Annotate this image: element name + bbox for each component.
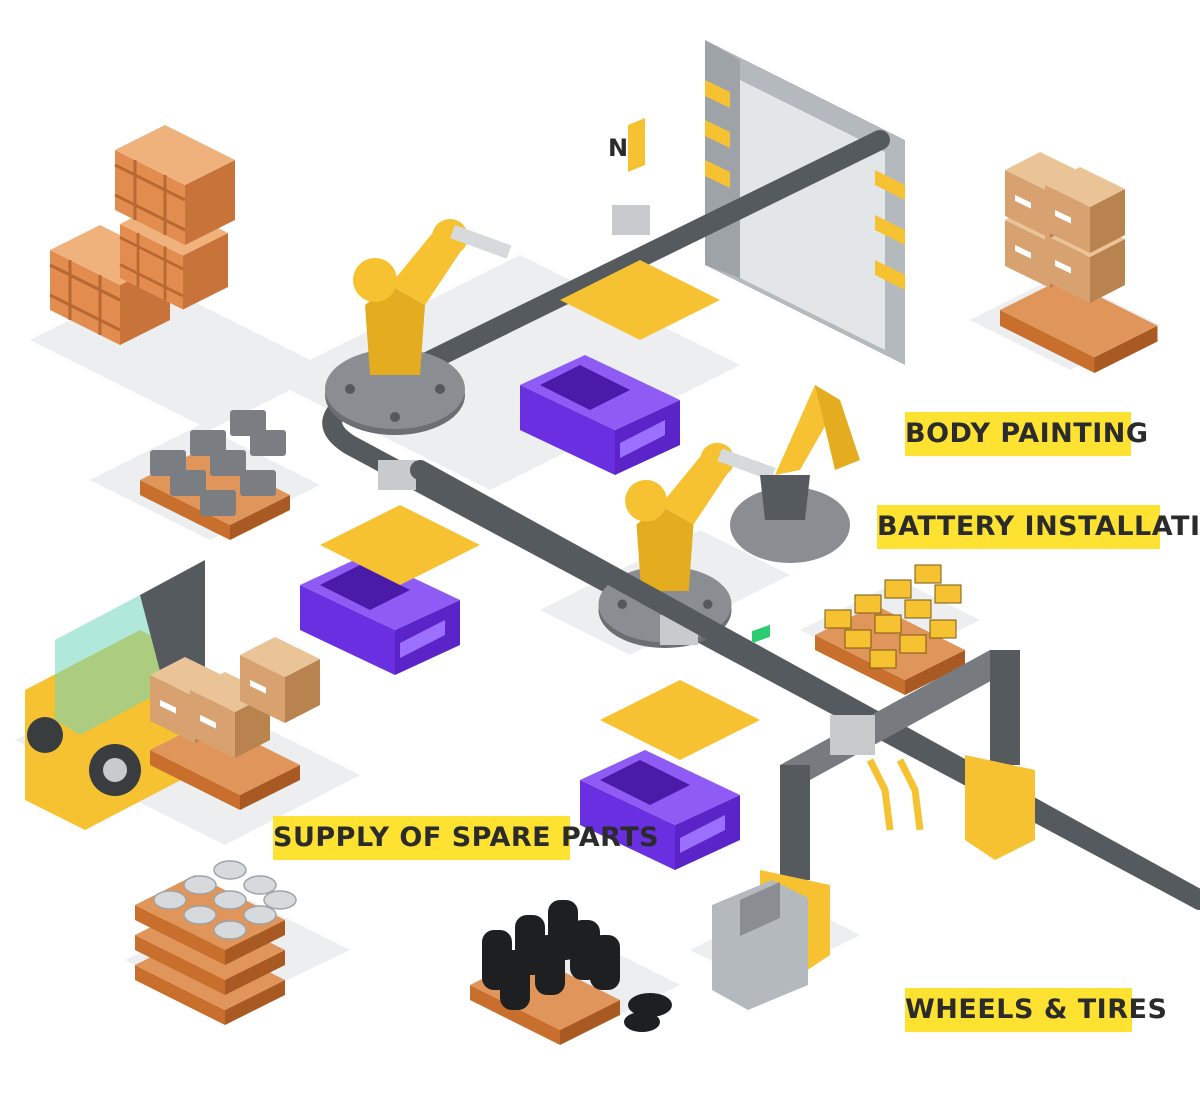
label-wheels-tires: WHEELS & TIRES bbox=[905, 988, 1167, 1032]
conveyor-front bbox=[410, 460, 1200, 910]
forklift bbox=[25, 560, 320, 830]
robot-arm-3 bbox=[730, 385, 860, 563]
control-terminal bbox=[712, 624, 808, 1010]
label-battery-installation: BATTERY INSTALLATION bbox=[877, 505, 1200, 549]
battery-pallet bbox=[815, 564, 965, 695]
booth-sign: N bbox=[608, 118, 645, 172]
tires-stack bbox=[470, 900, 672, 1045]
grippers bbox=[320, 205, 760, 760]
booth-sign-letter: N bbox=[608, 134, 628, 162]
engine-pallet bbox=[140, 410, 290, 540]
label-supply-spare-parts: SUPPLY OF SPARE PARTS bbox=[273, 816, 659, 860]
wheel-rims-stack bbox=[135, 860, 297, 1025]
label-body-painting: BODY PAINTING bbox=[905, 412, 1148, 456]
